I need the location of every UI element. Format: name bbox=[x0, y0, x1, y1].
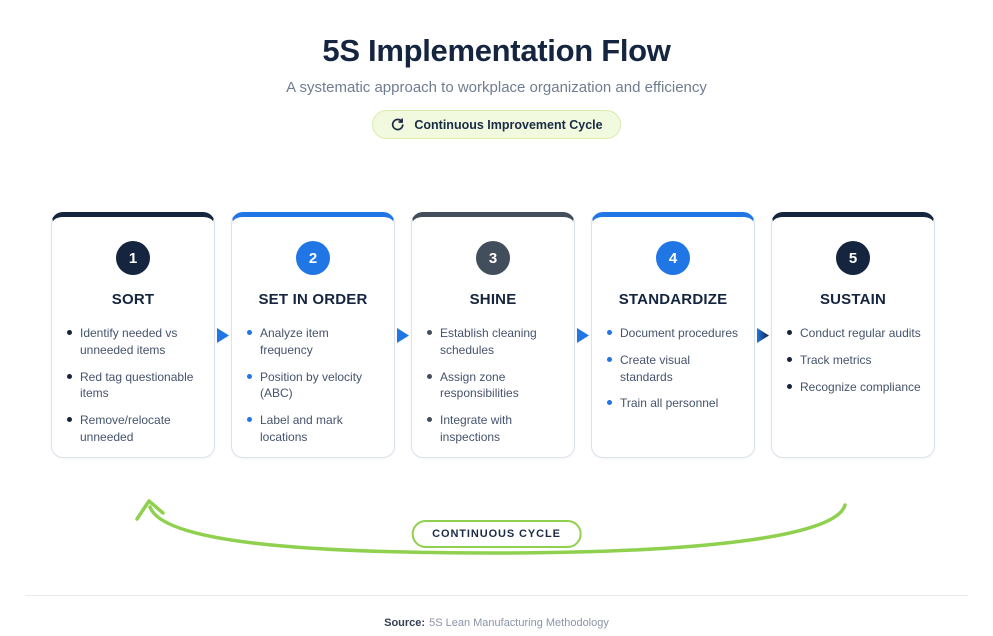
improvement-cycle-badge-label: Continuous Improvement Cycle bbox=[414, 117, 603, 132]
bullet-text: Assign zone responsibilities bbox=[440, 369, 519, 401]
bullet-dot-icon bbox=[67, 373, 72, 379]
bullet-text: Identify needed vs unneeded items bbox=[80, 326, 178, 357]
step-bullet-item: Analyze item frequency bbox=[247, 325, 384, 359]
improvement-cycle-badge: Continuous Improvement Cycle bbox=[372, 110, 621, 140]
bullet-text: Establish cleaning schedules bbox=[440, 326, 537, 357]
step-number-circle: 5 bbox=[836, 241, 870, 275]
steps-row: 1 SORT Identify needed vs unneeded items… bbox=[51, 212, 935, 458]
cycle-arrow-curve bbox=[135, 499, 847, 555]
step-number-circle: 1 bbox=[116, 241, 150, 275]
step-bullet-item: Assign zone responsibilities bbox=[427, 369, 564, 403]
bullet-dot-icon bbox=[427, 330, 432, 335]
bullet-text: Document procedures bbox=[620, 326, 739, 340]
step-title: SUSTAIN bbox=[819, 291, 887, 308]
step-bullet-item: Integrate with inspections bbox=[427, 412, 564, 446]
step-bullet-item: Label and mark locations bbox=[247, 412, 384, 446]
step-title: SHINE bbox=[469, 291, 517, 308]
bullet-text: Red tag questionable items bbox=[80, 369, 194, 401]
bullet-dot-icon bbox=[787, 330, 792, 335]
bullet-dot-icon bbox=[787, 356, 792, 362]
step-number-circle: 3 bbox=[476, 241, 510, 275]
bullet-text: Train all personnel bbox=[620, 396, 719, 411]
bullet-text: Position by velocity (ABC) bbox=[260, 369, 363, 401]
bullet-dot-icon bbox=[247, 330, 252, 335]
page-title: 5S Implementation Flow bbox=[322, 33, 671, 68]
bullet-text: Integrate with inspections bbox=[440, 413, 513, 444]
step-title: SET IN ORDER bbox=[258, 291, 368, 308]
step-bullet-item: Identify needed vs unneeded items bbox=[67, 325, 204, 359]
step-title: SORT bbox=[111, 291, 155, 308]
step-card: 1 SORT Identify needed vs unneeded items… bbox=[51, 212, 215, 458]
bullet-dot-icon bbox=[67, 330, 72, 335]
bullet-dot-icon bbox=[67, 417, 72, 423]
continuous-cycle-section: CONTINUOUS CYCLE bbox=[0, 492, 993, 570]
step-bullet-item: Train all personnel bbox=[607, 395, 744, 412]
footer: Source:5S Lean Manufacturing Methodology bbox=[0, 617, 993, 629]
page-subtitle: A systematic approach to workplace organ… bbox=[286, 79, 707, 97]
bullet-text: Recognize compliance bbox=[800, 379, 921, 394]
bullet-dot-icon bbox=[247, 417, 252, 423]
bullet-text: Track metrics bbox=[800, 352, 872, 367]
continuous-cycle-badge: CONTINUOUS CYCLE bbox=[411, 520, 582, 548]
step-bullet-item: Red tag questionable items bbox=[67, 369, 204, 403]
step-number-circle: 2 bbox=[296, 241, 330, 275]
step-arrow-icon bbox=[577, 327, 589, 343]
bullet-text: Remove/relocate unneeded bbox=[80, 413, 171, 444]
step-arrow-icon bbox=[217, 327, 229, 343]
step-bullet-item: Document procedures bbox=[607, 325, 744, 342]
bullet-dot-icon bbox=[607, 330, 612, 335]
bullet-dot-icon bbox=[607, 400, 612, 406]
step-arrow-icon bbox=[757, 327, 769, 343]
footer-divider bbox=[25, 595, 968, 596]
source-label: Source: bbox=[384, 617, 426, 629]
bullet-dot-icon bbox=[787, 383, 792, 389]
bullet-dot-icon bbox=[247, 373, 252, 379]
step-bullet-item: Establish cleaning schedules bbox=[427, 325, 564, 359]
bullet-dot-icon bbox=[607, 356, 612, 362]
refresh-icon bbox=[390, 117, 405, 132]
bullet-dot-icon bbox=[427, 373, 432, 379]
bullet-text: Label and mark locations bbox=[260, 413, 343, 444]
bullet-text: Conduct regular audits bbox=[800, 326, 921, 340]
step-title: STANDARDIZE bbox=[618, 291, 728, 308]
header: 5S Implementation Flow A systematic appr… bbox=[0, 33, 993, 140]
step-bullet-item: Track metrics bbox=[787, 352, 924, 369]
step-number-circle: 4 bbox=[656, 241, 690, 275]
cycle-arrowhead-icon bbox=[135, 499, 165, 521]
step-bullet-item: Conduct regular audits bbox=[787, 325, 924, 342]
step-bullet-item: Recognize compliance bbox=[787, 379, 924, 396]
source-text: 5S Lean Manufacturing Methodology bbox=[429, 617, 609, 629]
bullet-text: Analyze item frequency bbox=[260, 326, 329, 357]
bullet-dot-icon bbox=[427, 417, 432, 423]
step-bullet-item: Remove/relocate unneeded bbox=[67, 412, 204, 446]
bullet-text: Create visual standards bbox=[620, 352, 691, 384]
step-arrow-icon bbox=[397, 327, 409, 343]
step-bullet-item: Create visual standards bbox=[607, 352, 744, 386]
step-bullet-item: Position by velocity (ABC) bbox=[247, 369, 384, 403]
